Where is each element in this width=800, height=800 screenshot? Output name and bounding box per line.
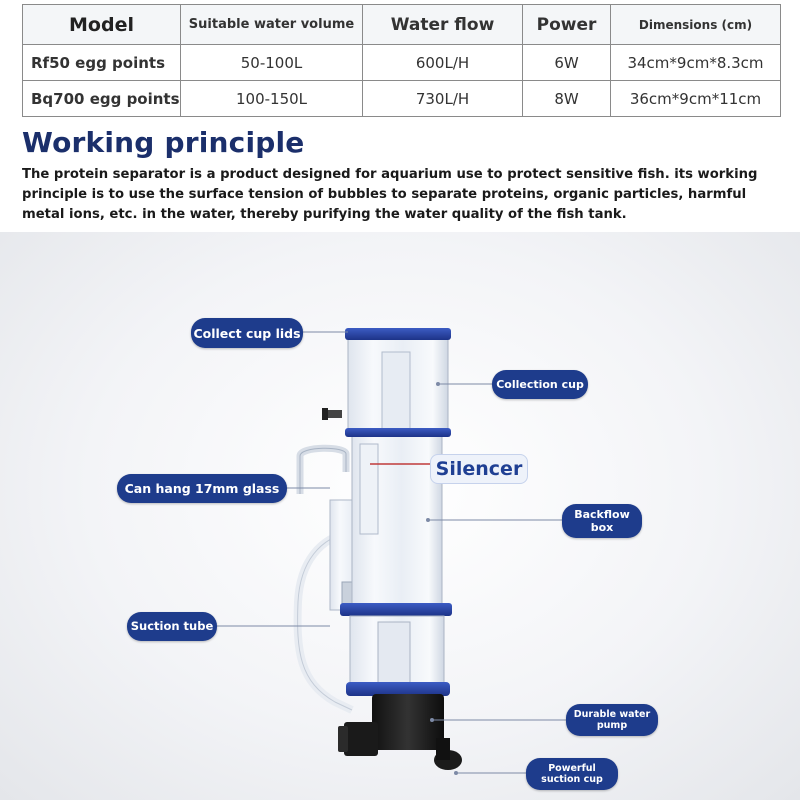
silencer-tube: [359, 443, 379, 535]
leader-lines: [217, 331, 566, 774]
water-pump: [372, 694, 444, 750]
header-model: Model: [22, 4, 181, 45]
header-volume: Suitable water volume: [180, 4, 363, 45]
protein-skimmer-illustration: [217, 328, 566, 775]
header-flow: Water flow: [362, 4, 523, 45]
cell-model: Bq700 egg points: [22, 80, 181, 117]
bottom-ring: [346, 682, 450, 696]
lower-chamber-ring: [340, 603, 452, 616]
cell-power: 8W: [522, 80, 611, 117]
table-row: Bq700 egg points 100-150L 730L/H 8W 36cm…: [22, 80, 781, 117]
side-valve: [326, 410, 342, 418]
cell-dimensions: 34cm*9cm*8.3cm: [610, 44, 781, 81]
label-collection-cup: Collection cup: [492, 370, 588, 399]
section-description: The protein separator is a product desig…: [22, 167, 758, 222]
cell-flow: 730L/H: [362, 80, 523, 117]
product-diagram: Collect cup lids Collection cup Silencer…: [0, 232, 800, 800]
label-silencer: Silencer: [430, 454, 528, 484]
spec-table: Model Suitable water volume Water flow P…: [22, 4, 781, 117]
label-suction-tube: Suction tube: [127, 612, 217, 641]
table-header-row: Model Suitable water volume Water flow P…: [22, 4, 781, 45]
table-row: Rf50 egg points 50-100L 600L/H 6W 34cm*9…: [22, 44, 781, 81]
label-can-hang: Can hang 17mm glass: [117, 474, 287, 503]
cup-base-ring: [345, 428, 451, 437]
cell-volume: 100-150L: [180, 80, 363, 117]
hang-hook: [296, 444, 350, 494]
section-title: Working principle: [22, 126, 305, 159]
cell-dimensions: 36cm*9cm*11cm: [610, 80, 781, 117]
label-backflow-box: Backflow box: [562, 504, 642, 538]
cup-lid-ring: [345, 328, 451, 340]
cell-power: 6W: [522, 44, 611, 81]
label-water-pump: Durable water pump: [566, 704, 658, 736]
cell-model: Rf50 egg points: [22, 44, 181, 81]
header-power: Power: [522, 4, 611, 45]
cell-volume: 50-100L: [180, 44, 363, 81]
header-dimensions: Dimensions (cm): [610, 4, 781, 45]
label-suction-cup: Powerful suction cup: [526, 758, 618, 790]
label-collect-cup-lids: Collect cup lids: [191, 318, 303, 348]
cell-flow: 600L/H: [362, 44, 523, 81]
